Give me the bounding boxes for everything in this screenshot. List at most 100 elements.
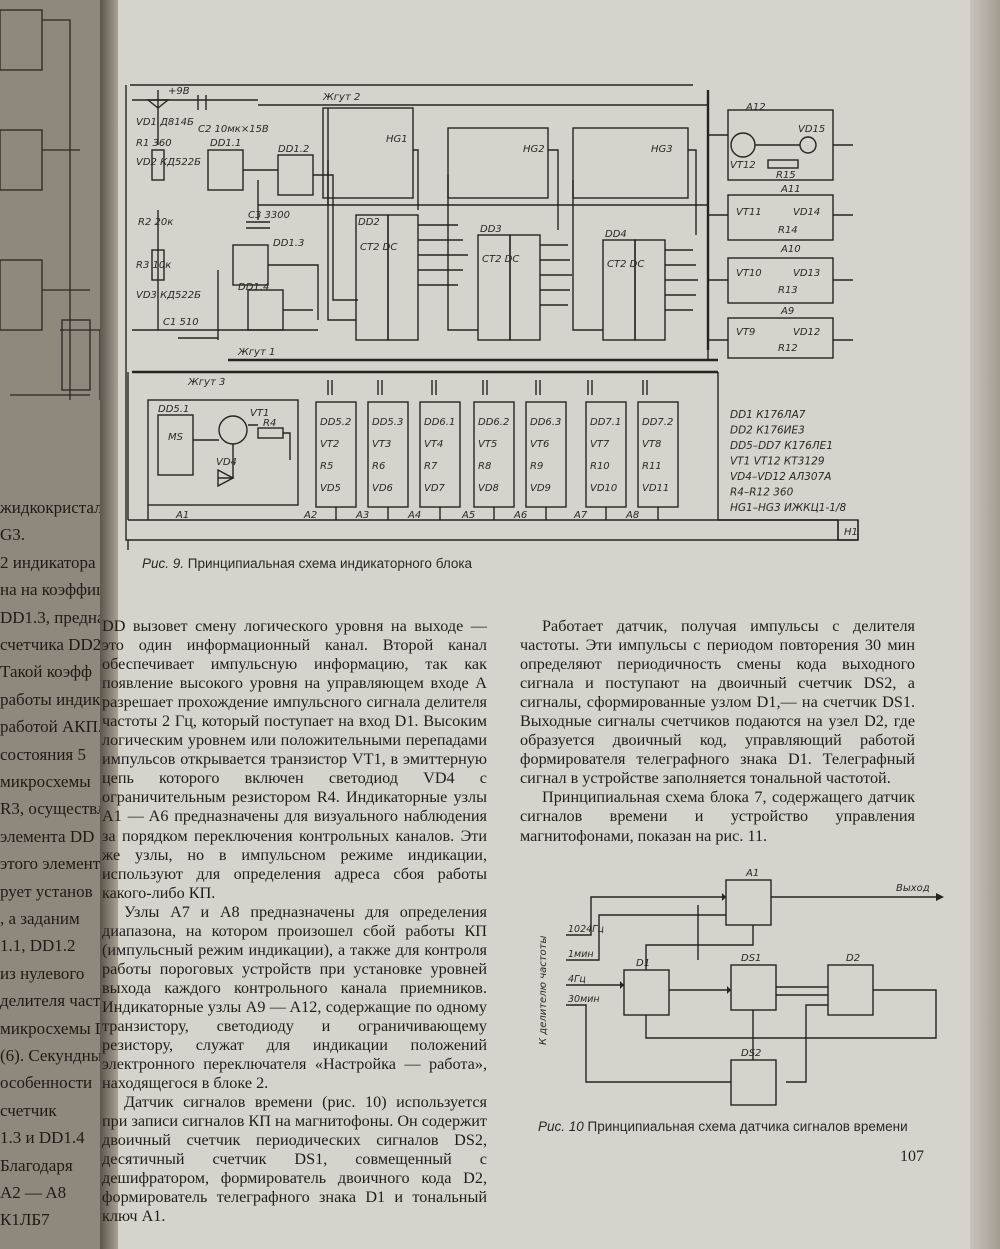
part-vd3: VD3 КД522Б (136, 290, 201, 301)
unit-a5-part: R8 (478, 461, 491, 472)
page-107: +9В Жгут 2 Жгут 1 Жгут 3 VD1 Д814Б R1 36… (102, 0, 970, 1249)
previous-page-line: микросхемы (0, 772, 91, 791)
previous-page-line: работой АКП. (0, 717, 103, 737)
harness-2-label: Жгут 2 (322, 92, 360, 103)
unit-a6-part: DD6.3 (530, 417, 561, 428)
figure-10-caption: Рис. 10 Принципиальная схема датчика сиг… (538, 1119, 908, 1134)
unit-a9-vd: VD12 (793, 327, 820, 338)
unit-a1: A1 (175, 510, 189, 521)
fig10-label-a1: A1 (745, 868, 759, 879)
unit-a10: A10 (780, 244, 801, 255)
unit-a7-part: VT7 (590, 439, 610, 450)
unit-a7-part: DD7.1 (590, 417, 621, 428)
unit-a2-part: VT2 (320, 439, 339, 450)
unit-a12-vt: VT12 (730, 160, 756, 171)
block-a1 (725, 879, 772, 926)
unit-a3-part: VD6 (372, 483, 393, 494)
previous-page-line: счетчик (0, 1100, 57, 1120)
previous-page-line: R3, осуществл (0, 799, 106, 819)
unit-a9-vt: VT9 (736, 327, 755, 338)
fig10-label-d1: D1 (636, 958, 650, 969)
legend-line: DD2 К176ИЕ3 (730, 425, 805, 437)
unit-a2: A2 (303, 510, 317, 521)
previous-page-line: 1.3 и DD1.4 (0, 1128, 85, 1148)
fig10-output-label: Выход (896, 883, 930, 894)
previous-page-line: G3. (0, 525, 26, 545)
previous-page-line: делителя частоты (0, 991, 112, 1011)
part-r2: R2 20к (138, 217, 173, 228)
a1-vd4: VD4 (216, 457, 237, 468)
unit-a4: A4 (407, 510, 421, 521)
counter-dd4: DD4 (605, 229, 627, 240)
fig10-vertical-label: К делителю частоты (538, 935, 549, 1045)
part-r1: R1 360 (136, 138, 172, 149)
fig10-label-d2: D2 (846, 953, 860, 964)
previous-page-line: счетчика DD2 (0, 635, 102, 654)
part-dd1-4: DD1.4 (238, 282, 269, 293)
part-dd1-1: DD1.1 (210, 138, 241, 149)
paragraph: Узлы A7 и A8 предназначены для определен… (102, 902, 487, 1093)
unit-a7-part: R10 (590, 461, 610, 472)
previous-page-line: на на коэффици (0, 580, 112, 600)
unit-a6-part: R9 (530, 461, 543, 472)
previous-page-line: Благодаря (0, 1155, 73, 1175)
counter-dd3-type: CT2 DC (482, 254, 519, 265)
unit-a10-r: R13 (778, 285, 798, 296)
figure-10-diagram: A1 D1 DS1 D2 DS2 Выход 1024Гц 1мин 4Гц 3… (538, 868, 944, 1106)
harness-3-label: Жгут 3 (187, 377, 225, 388)
block-d2 (827, 964, 874, 1016)
previous-page-line: рует установ (0, 881, 93, 901)
previous-page-line: A2 — A8 (0, 1183, 67, 1202)
legend-line: HG1–HG3 ИЖКЦ1-1/8 (730, 502, 846, 514)
paragraph: Принципиальная схема блока 7, содержащег… (520, 788, 915, 845)
figure-9-caption: Рис. 9. Принципиальная схема индикаторно… (142, 556, 472, 571)
previous-page-line: этого элемент (0, 854, 101, 874)
unit-a12-r: R15 (776, 170, 796, 181)
fig10-label-ds2: DS2 (741, 1048, 761, 1059)
unit-a2-part: R5 (320, 461, 333, 472)
previous-page-line: работы индикатор (0, 689, 112, 709)
previous-page-line: (6). Секундные (0, 1046, 110, 1065)
unit-a7: A7 (573, 510, 588, 521)
display-hg3: HG3 (651, 144, 673, 155)
unit-a10-vt: VT10 (736, 268, 762, 279)
fig10-input-4hz: 4Гц (568, 974, 586, 985)
unit-a3-part: VT3 (372, 439, 391, 450)
unit-a11-vd: VD14 (793, 207, 820, 218)
figure-10-caption-label: Рис. 10 (538, 1119, 584, 1134)
part-c2: C2 10мк×15В (198, 124, 269, 135)
fig10-input-1024: 1024Гц (568, 924, 604, 935)
part-dd1-3: DD1.3 (273, 238, 304, 249)
unit-a8-part: DD7.2 (642, 417, 673, 428)
previous-page-line: состояния 5 (0, 744, 86, 764)
display-hg2: HG2 (523, 144, 545, 155)
unit-a3-part: DD5.3 (372, 417, 403, 428)
counter-dd2: DD2 (358, 217, 380, 228)
fig10-input-30min: 30мин (568, 994, 600, 1005)
right-text-column: Работает датчик, получая импульсы с дели… (520, 617, 915, 846)
previous-page-line: 2 индикатора (0, 552, 96, 572)
unit-a10-vd: VD13 (793, 268, 820, 279)
previous-page-line: К1ЛБ7 (0, 1210, 50, 1230)
unit-a6-part: VD9 (530, 483, 551, 494)
legend-line: DD1 К176ЛА7 (730, 409, 806, 421)
unit-a9: A9 (780, 306, 794, 317)
part-vd1: VD1 Д814Б (136, 117, 194, 128)
page-edge (970, 0, 1000, 1249)
unit-a3: A3 (355, 510, 369, 521)
left-text-column: DD вызовет смену логического уровня на в… (102, 617, 487, 1227)
legend-line: VT1 VT12 КТ3129 (730, 456, 825, 468)
part-vd2: VD2 КД522Б (136, 157, 201, 168)
a1-vt1: VT1 (250, 408, 269, 419)
unit-a4-part: VT4 (424, 439, 443, 450)
unit-a4-part: VD7 (424, 483, 446, 494)
previous-page-line: из нулевого (0, 963, 85, 983)
display-hg1: HG1 (386, 134, 408, 145)
legend-line: DD5–DD7 К176ЛЕ1 (730, 440, 833, 452)
unit-a2-part: DD5.2 (320, 417, 351, 428)
unit-a8-part: VT8 (642, 439, 661, 450)
unit-a8-part: VD11 (642, 483, 669, 494)
block-d1 (623, 969, 670, 1016)
harness-1-label: Жгут 1 (237, 347, 275, 358)
block-ds1 (730, 964, 777, 1011)
